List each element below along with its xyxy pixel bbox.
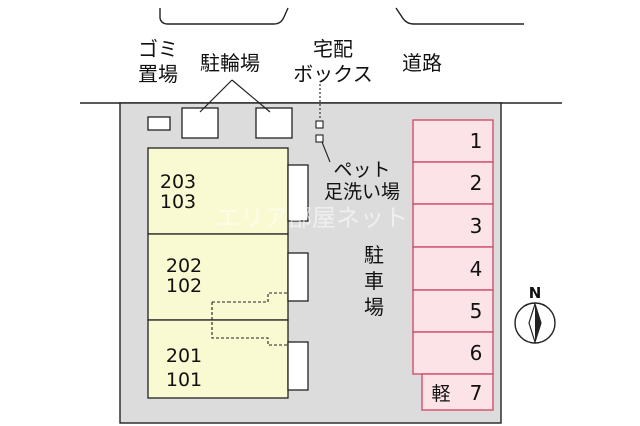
bicycle-leader-right	[231, 79, 271, 113]
pet-footwash-station	[315, 134, 324, 143]
parking-space-7	[421, 373, 494, 411]
pet-leader	[321, 141, 331, 163]
bicycle-parking-label: 駐輪場	[200, 51, 260, 75]
unit-block-201-101	[147, 319, 289, 399]
parking-number-2: 2	[470, 171, 483, 195]
parking-space-6	[412, 331, 494, 375]
parking-number-5: 5	[470, 299, 483, 323]
parking-label-char1: 駐	[364, 243, 384, 267]
delivery-label-line1: 宅配	[313, 37, 353, 61]
stair-path-middle	[228, 292, 288, 303]
road-curb-right	[395, 7, 524, 25]
parking-number-6: 6	[470, 341, 483, 365]
parking-space-4	[412, 246, 494, 291]
parking-number-4: 4	[470, 257, 483, 281]
balcony-middle	[287, 252, 309, 302]
road-label: 道路	[402, 51, 442, 75]
balcony-lower	[287, 341, 309, 391]
delivery-label-line2: ボックス	[293, 62, 372, 86]
parking-space-1	[412, 119, 494, 163]
bicycle-leader-left	[199, 79, 233, 113]
pet-footwash-label-line1: ペット	[333, 159, 390, 181]
unit-number-101: 101	[166, 369, 202, 391]
garbage-area	[147, 116, 171, 131]
balcony-upper	[287, 164, 309, 222]
bicycle-parking-1	[181, 107, 219, 139]
unit-number-103: 103	[160, 191, 196, 213]
north-label: N	[529, 284, 542, 302]
unit-number-102: 102	[166, 275, 202, 297]
parking-number-1: 1	[470, 129, 483, 153]
parking-number-3: 3	[470, 214, 483, 238]
unit-number-203: 203	[160, 171, 196, 193]
watermark: エリア部屋ネット	[216, 204, 408, 232]
unit-number-201: 201	[166, 345, 202, 367]
garbage-label-line2: 置場	[138, 62, 178, 86]
stair-path-lower	[211, 302, 288, 346]
garbage-label-line1: ゴミ	[138, 37, 178, 61]
unit-number-202: 202	[166, 255, 202, 277]
parking-label-char3: 場	[364, 295, 384, 319]
unit-block-202-102	[147, 233, 289, 321]
bicycle-parking-2	[255, 107, 293, 139]
pet-footwash-label-line2: 足洗い場	[324, 181, 400, 203]
light-vehicle-label: 軽	[431, 383, 450, 405]
parking-space-3	[412, 203, 494, 248]
delivery-box	[315, 120, 324, 129]
road-curb-left	[159, 7, 289, 25]
north-compass-icon	[514, 302, 556, 344]
parking-area	[412, 119, 494, 411]
parking-number-7: 7	[470, 381, 483, 405]
parking-space-2	[412, 161, 494, 205]
parking-label-char2: 車	[364, 269, 384, 293]
parking-space-5	[412, 289, 494, 333]
